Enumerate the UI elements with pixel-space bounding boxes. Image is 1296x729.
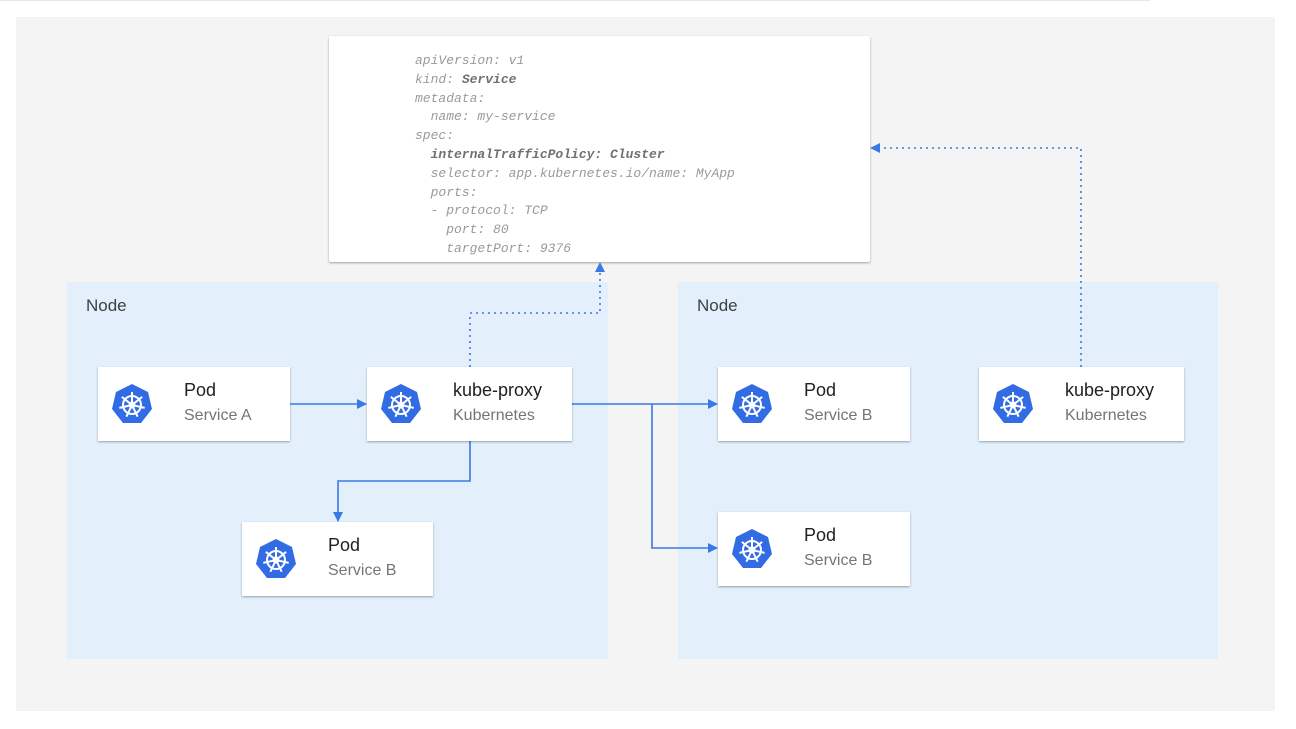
kubernetes-icon <box>730 382 774 426</box>
arrow-proxy-to-podB-left <box>338 441 470 521</box>
kubernetes-icon <box>110 382 154 426</box>
dotted-proxy-to-service <box>470 263 600 367</box>
card-title: kube-proxy <box>1065 380 1154 401</box>
card-title: kube-proxy <box>453 380 542 401</box>
card-subtitle: Service B <box>804 552 872 570</box>
service-card: kube-proxyKubernetes <box>367 367 572 441</box>
kubernetes-icon <box>254 537 298 581</box>
service-card: PodService A <box>98 367 290 441</box>
card-subtitle: Service B <box>328 562 396 580</box>
card-subtitle: Service B <box>804 407 872 425</box>
service-card: PodService B <box>718 367 910 441</box>
service-card: PodService B <box>242 522 433 596</box>
service-card: kube-proxyKubernetes <box>979 367 1184 441</box>
card-title: Pod <box>804 380 836 401</box>
kubernetes-icon <box>730 527 774 571</box>
card-title: Pod <box>328 535 360 556</box>
card-subtitle: Service A <box>184 407 252 425</box>
service-card: PodService B <box>718 512 910 586</box>
card-subtitle: Kubernetes <box>1065 407 1147 425</box>
kubernetes-icon <box>379 382 423 426</box>
card-title: Pod <box>804 525 836 546</box>
kubernetes-icon <box>991 382 1035 426</box>
card-title: Pod <box>184 380 216 401</box>
arrow-proxy-to-podB-right-2 <box>652 404 717 548</box>
card-subtitle: Kubernetes <box>453 407 535 425</box>
dotted-proxy2-to-service <box>871 148 1081 367</box>
